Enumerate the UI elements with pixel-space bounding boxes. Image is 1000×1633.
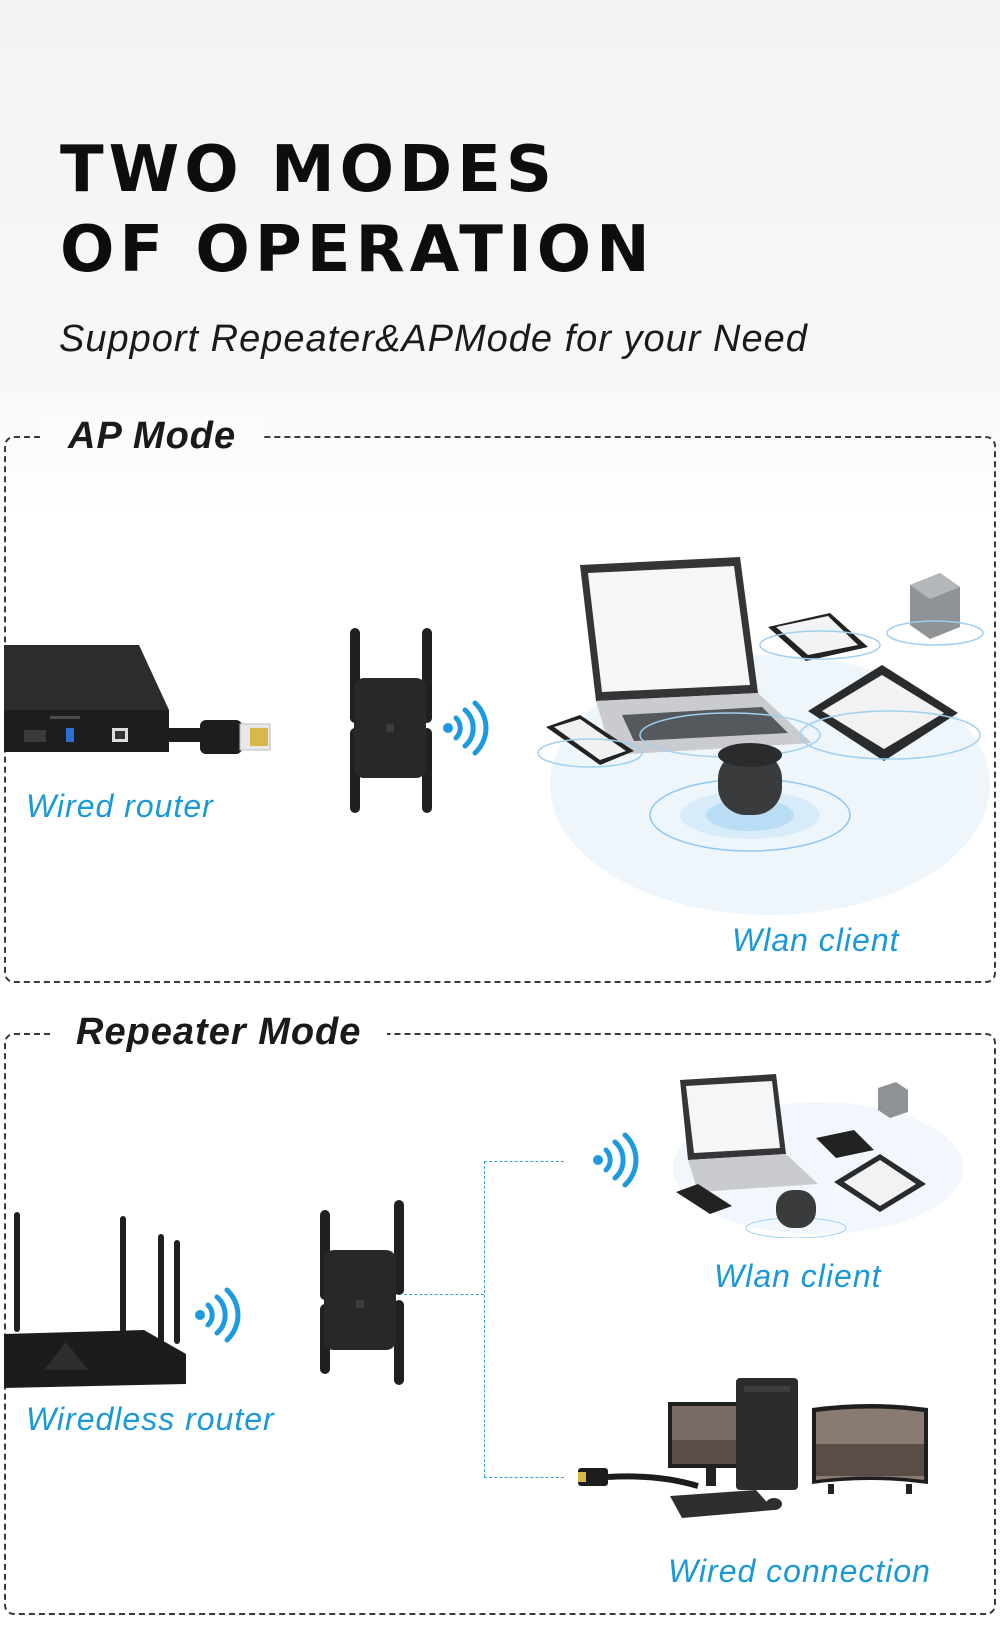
smart-speaker-icon (745, 1190, 847, 1238)
title-line-2: OF OPERATION (60, 213, 655, 287)
smart-cube-icon (878, 1082, 908, 1118)
tablet-icon (834, 1154, 926, 1212)
wifi-extender-icon (320, 1200, 404, 1385)
wifi-extender-icon (350, 628, 432, 813)
ethernet-plug-icon (150, 720, 271, 754)
laptop-icon (680, 1074, 818, 1192)
laptop-icon (580, 557, 821, 758)
desktop-pc-icon (736, 1378, 798, 1490)
smart-speaker-icon (649, 743, 851, 852)
repeater-source-label: Wiredless router (26, 1401, 275, 1437)
wlan-client-devices (537, 557, 990, 915)
wired-devices (578, 1378, 928, 1518)
connector-line (484, 1477, 564, 1478)
repeater-wlan-label: Wlan client (714, 1258, 882, 1294)
repeater-mode-panel (4, 1033, 996, 1615)
connector-line (484, 1161, 485, 1477)
wired-router-icon (4, 645, 169, 752)
page-title: TWO MODES OF OPERATION (60, 130, 655, 290)
page-subtitle: Support Repeater&APMode for your Need (59, 318, 808, 360)
wlan-client-devices (673, 1074, 963, 1238)
ap-source-label: Wired router (26, 788, 214, 824)
phone-icon (537, 715, 643, 768)
phone-icon (676, 1184, 732, 1214)
tablet-icon (799, 665, 981, 761)
wifi-signal-icon (443, 700, 489, 756)
connector-line (484, 1161, 564, 1162)
smart-cube-icon (886, 573, 984, 646)
wifi-signal-icon (195, 1287, 241, 1343)
ethernet-plug-icon (578, 1468, 699, 1489)
mouse-icon (766, 1498, 782, 1510)
ap-client-label: Wlan client (732, 922, 900, 958)
ap-mode-title: AP Mode (42, 414, 263, 458)
title-line-1: TWO MODES (60, 133, 557, 207)
keyboard-icon (670, 1490, 774, 1518)
repeater-mode-title: Repeater Mode (50, 1010, 388, 1054)
wireless-router-icon (4, 1212, 186, 1388)
tablet-icon (759, 613, 881, 661)
connector-line (404, 1294, 484, 1295)
repeater-wired-label: Wired connection (668, 1553, 931, 1589)
tablet-icon (816, 1130, 874, 1158)
wifi-signal-icon (593, 1132, 639, 1188)
tv-icon (812, 1404, 928, 1494)
